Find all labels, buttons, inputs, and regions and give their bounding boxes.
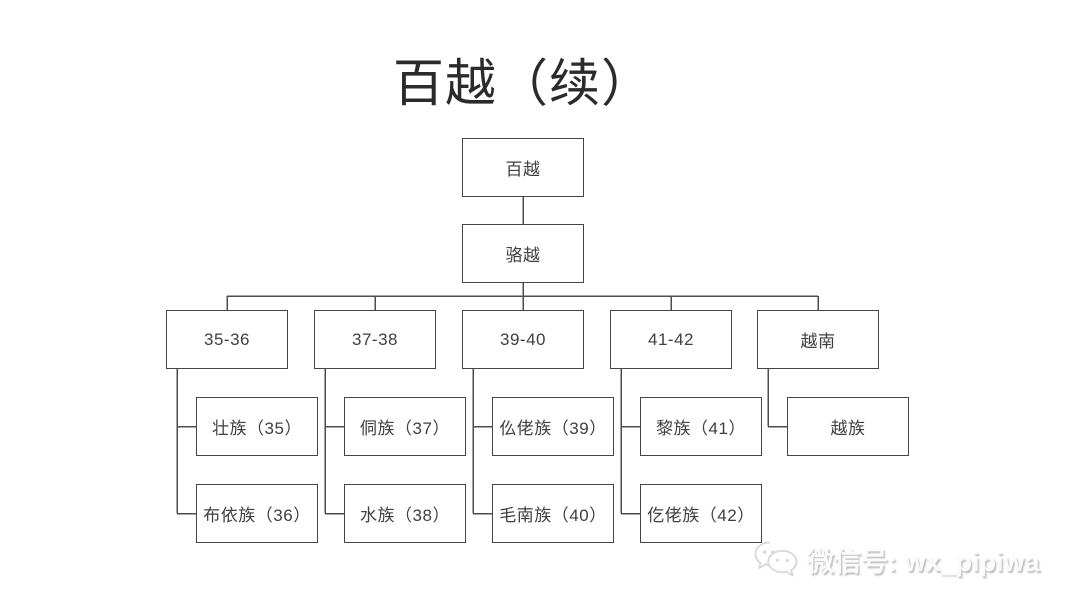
node-group-3: 39-40	[462, 310, 584, 369]
node-leaf-3-2: 毛南族（40）	[492, 484, 614, 543]
node-leaf-1-2: 布依族（36）	[196, 484, 318, 543]
node-group-2: 37-38	[314, 310, 436, 369]
node-level2: 骆越	[462, 224, 584, 283]
node-leaf-3-1: 仫佬族（39）	[492, 397, 614, 456]
node-group-5: 越南	[757, 310, 879, 369]
slide-title: 百越（续）	[392, 55, 654, 112]
watermark: 微信号: wx_pipiwa	[752, 538, 1040, 580]
node-leaf-2-2: 水族（38）	[344, 484, 466, 543]
node-group-4: 41-42	[610, 310, 732, 369]
node-leaf-2-1: 侗族（37）	[344, 397, 466, 456]
node-leaf-1-1: 壮族（35）	[196, 397, 318, 456]
node-group-1: 35-36	[166, 310, 288, 369]
node-leaf-5-1: 越族	[787, 397, 909, 456]
wechat-icon	[754, 541, 798, 577]
node-root: 百越	[462, 138, 584, 197]
node-leaf-4-1: 黎族（41）	[640, 397, 762, 456]
node-leaf-4-2: 仡佬族（42）	[640, 484, 762, 543]
watermark-text: 微信号: wx_pipiwa	[807, 546, 1040, 577]
